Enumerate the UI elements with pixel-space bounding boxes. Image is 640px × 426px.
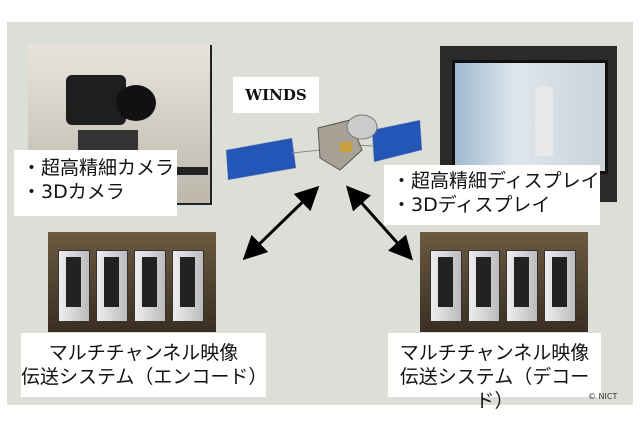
display-label-line: ・3Dディスプレイ <box>392 194 551 216</box>
display-label: ・超高精細ディスプレイ ・3Dディスプレイ <box>384 165 600 225</box>
camera-label: ・超高精細カメラ ・3Dカメラ <box>14 150 177 216</box>
display-label-line: ・超高精細ディスプレイ <box>392 170 600 192</box>
copyright-credit: © NICT <box>588 392 618 401</box>
camera-label-line: ・3Dカメラ <box>22 181 125 203</box>
satellite-icon <box>225 114 423 181</box>
encoder-computers-photo <box>48 232 216 332</box>
decoder-label: マルチチャンネル映像 伝送システム（デコード） <box>388 333 601 412</box>
encoder-label: マルチチャンネル映像 伝送システム（エンコード） <box>21 333 268 397</box>
decoder-label-line: マルチチャンネル映像 <box>399 342 590 364</box>
decoder-computers-photo <box>420 232 588 332</box>
encoder-label-line: マルチチャンネル映像 <box>48 342 239 364</box>
encoder-label-line: 伝送システム（エンコード） <box>21 366 268 388</box>
winds-label: WINDS <box>233 77 319 113</box>
camera-label-line: ・超高精細カメラ <box>22 157 175 179</box>
uplink-arrow <box>242 185 320 261</box>
decoder-label-line: 伝送システム（デコード） <box>399 366 590 412</box>
downlink-arrow <box>346 185 413 261</box>
